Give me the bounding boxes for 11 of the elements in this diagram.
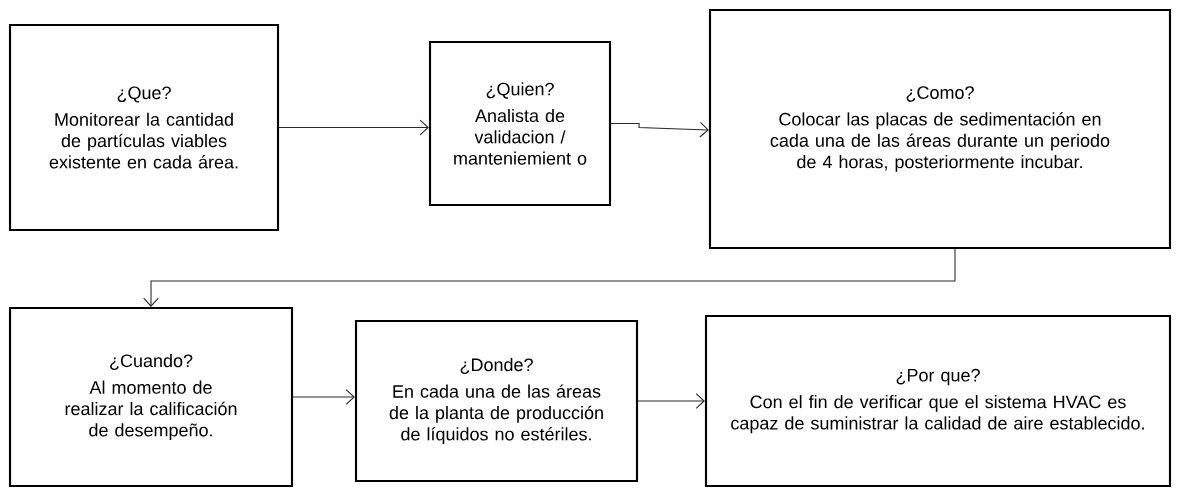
arrow	[292, 389, 355, 405]
process-box: ¿Cuando? Al momento de realizar la calificación de desempeño.	[8, 306, 294, 488]
arrow	[278, 119, 429, 136]
process-box: ¿Que? Monitorear la cantidad de partículas viables existente en cada área.	[8, 23, 280, 232]
process-box: ¿Donde? En cada una de las áreas de la planta de producción de líquidos no estériles.	[354, 319, 639, 483]
process-box: ¿Por que? Con el fin de verificar que el sistema HVAC es capaz de suministrar la calidad de aire establecido.	[704, 314, 1172, 488]
arrow	[143, 248, 956, 307]
arrow	[637, 393, 705, 409]
process-box: ¿Como? Colocar las placas de sedimentación en cada una de las áreas durante un periodo de 4 horas, posteriormente incubar.	[708, 8, 1172, 250]
arrow	[610, 121, 709, 138]
process-box: ¿Quien? Analista de validacion / manteniemient o	[428, 40, 612, 207]
